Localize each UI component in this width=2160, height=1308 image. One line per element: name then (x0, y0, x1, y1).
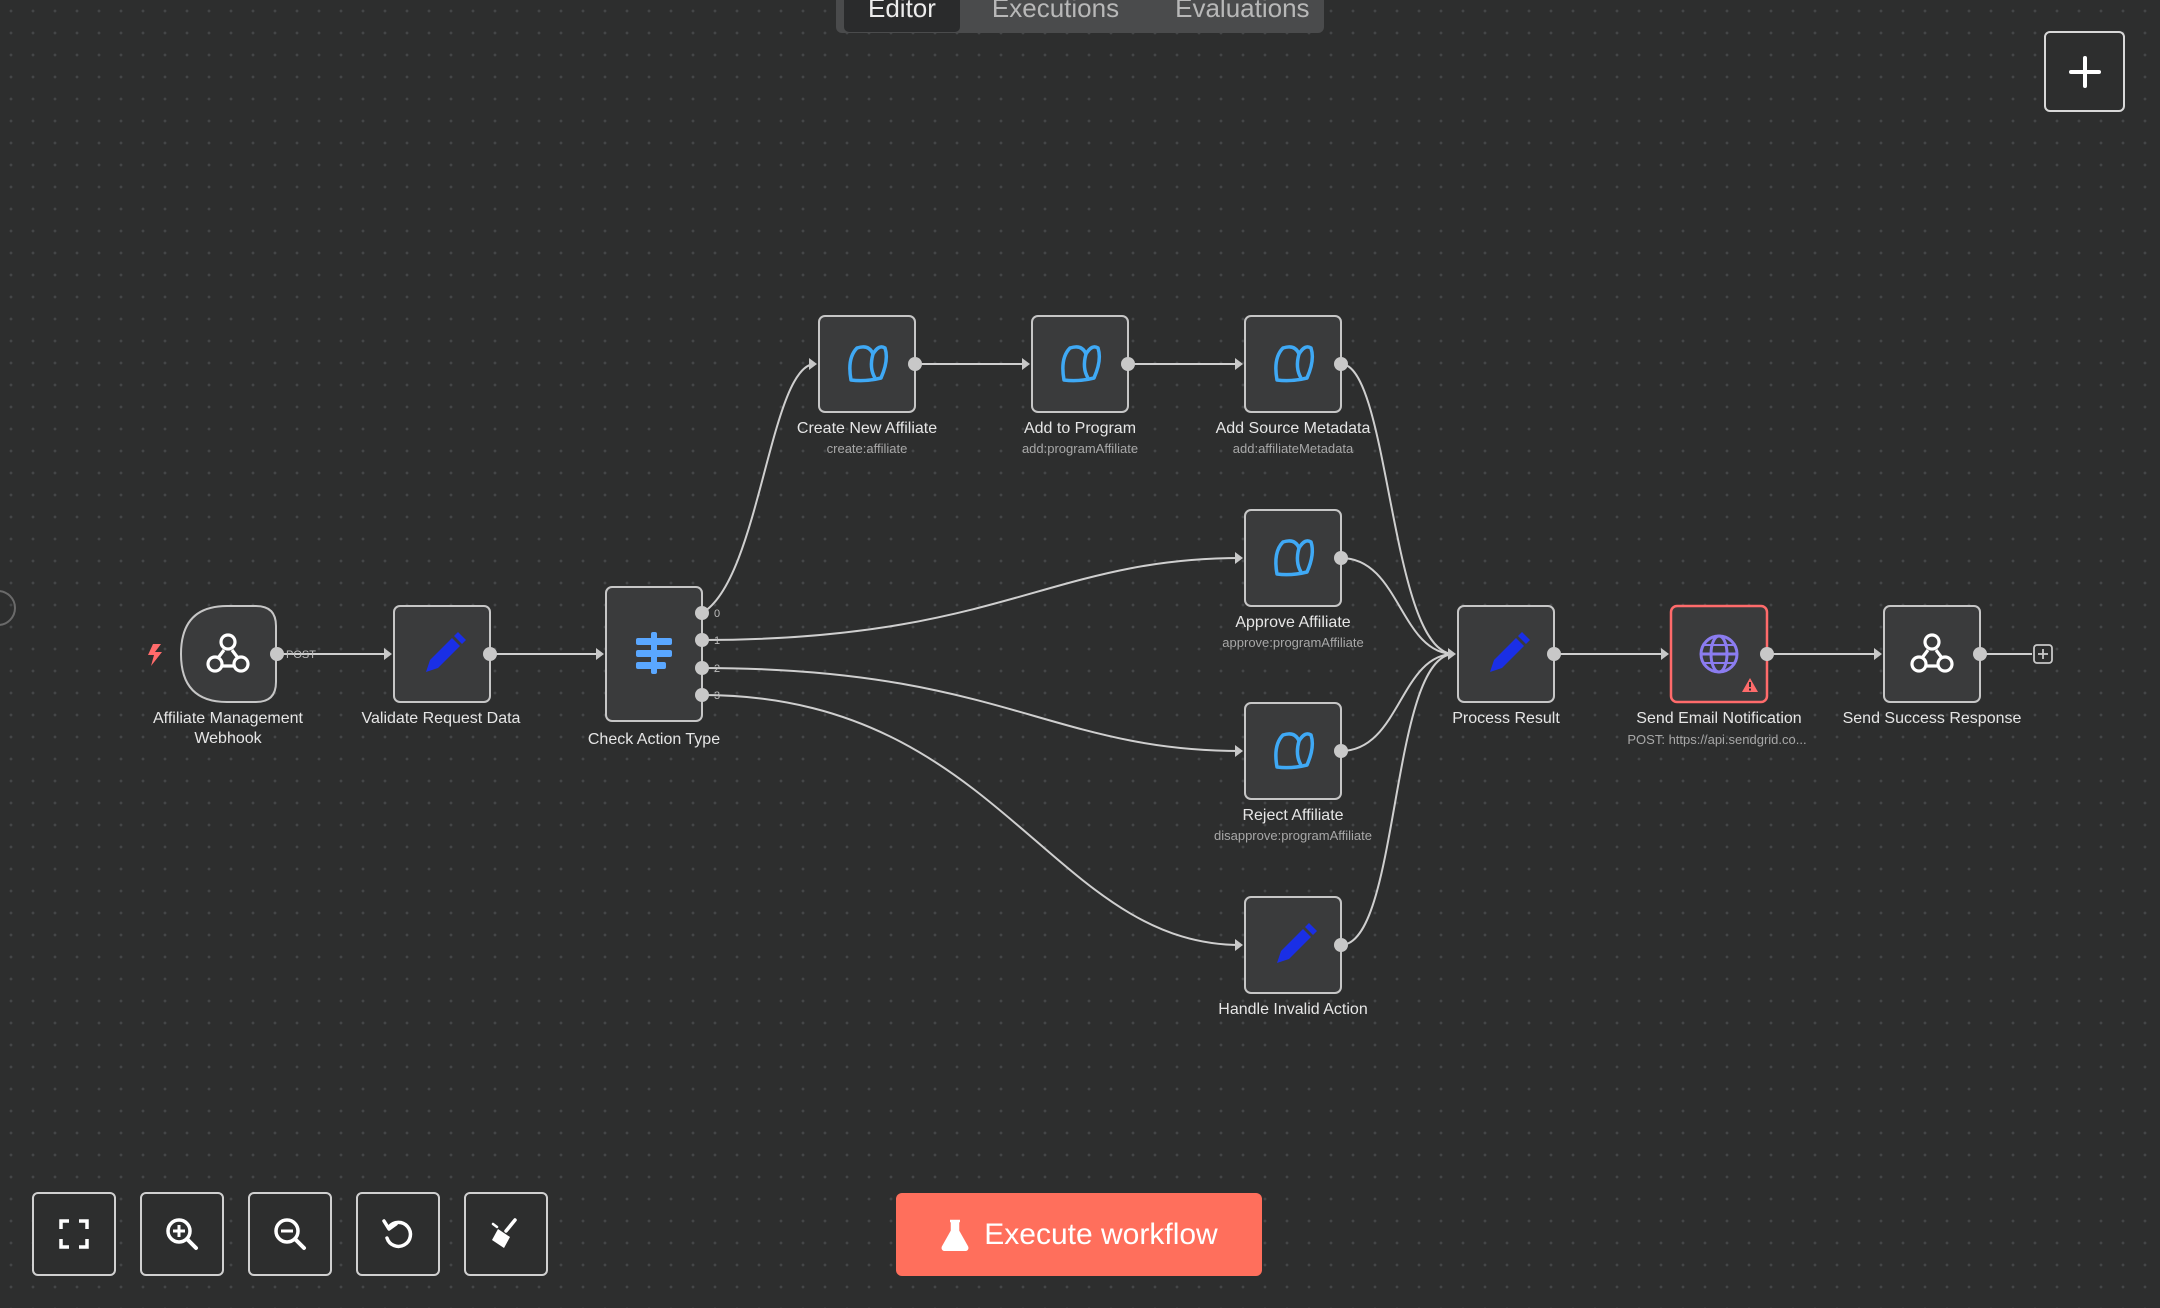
globe-icon (1699, 634, 1739, 674)
output-port-2[interactable] (695, 661, 709, 675)
zoom-out-button[interactable] (248, 1192, 332, 1276)
output-port-3[interactable] (695, 688, 709, 702)
node-label: Add Source Metadata (1216, 420, 1371, 437)
output-port[interactable] (1547, 647, 1561, 661)
node-label: Handle Invalid Action (1218, 1001, 1367, 1018)
node-label: Add to Program (1024, 420, 1136, 437)
node-label: Affiliate Management (153, 710, 304, 727)
output-port[interactable] (1334, 938, 1348, 952)
output-port[interactable] (483, 647, 497, 661)
tidy-up-button[interactable] (464, 1192, 548, 1276)
output-label: 0 (714, 608, 720, 620)
edge-switch-2-reject (701, 667, 1242, 752)
node-label: Send Success Response (1843, 710, 2022, 727)
output-port[interactable] (1334, 744, 1348, 758)
fit-view-button[interactable] (32, 1192, 116, 1276)
node-subtitle: POST: https://api.sendgrid.co... (1627, 732, 1806, 747)
execute-workflow-button[interactable]: Execute workflow (896, 1193, 1262, 1276)
lightning-icon (148, 644, 162, 666)
node-label: Validate Request Data (362, 710, 521, 727)
node-label: Check Action Type (588, 731, 720, 748)
node-label: Approve Affiliate (1235, 614, 1350, 631)
node-send-success-response[interactable]: Send Success Response (1843, 605, 2022, 727)
node-process-result[interactable]: Process Result (1448, 605, 1561, 727)
node-subtitle: disapprove:programAffiliate (1214, 828, 1372, 843)
zoom-in-button[interactable] (140, 1192, 224, 1276)
node-add-source-metadata[interactable]: Add Source Metadata add:affiliateMetadat… (1216, 315, 1371, 456)
node-add-to-program[interactable]: Add to Program add:programAffiliate (1022, 315, 1138, 456)
node-handle-invalid-action[interactable]: Handle Invalid Action (1218, 896, 1368, 1018)
output-label: 3 (714, 690, 720, 702)
tab-editor[interactable]: Editor (844, 0, 960, 32)
output-label: 2 (714, 663, 720, 675)
edge-switch-0-create (701, 363, 816, 614)
node-subtitle: approve:programAffiliate (1222, 635, 1363, 650)
broom-icon (491, 1218, 517, 1248)
node-subtitle: add:affiliateMetadata (1233, 441, 1354, 456)
node-send-email-notification[interactable]: Send Email Notification POST: https://ap… (1627, 604, 1807, 747)
reset-zoom-button[interactable] (356, 1192, 440, 1276)
undo-icon (382, 1219, 413, 1249)
node-check-action-type[interactable]: 0 1 2 3 Check Action Type (588, 586, 720, 748)
output-port[interactable] (1973, 647, 1987, 661)
node-create-new-affiliate[interactable]: Create New Affiliate create:affiliate (797, 315, 937, 456)
edge-reject-process (1340, 653, 1455, 752)
output-port-0[interactable] (695, 606, 709, 620)
edge-switch-3-invalid (701, 694, 1242, 946)
view-tabs: Editor Executions Evaluations (836, 0, 1324, 33)
output-port-1[interactable] (695, 633, 709, 647)
node-subtitle: create:affiliate (827, 441, 908, 456)
node-label: Send Email Notification (1636, 710, 1801, 727)
edge-addmeta-process (1340, 363, 1455, 655)
edge-switch-1-approve (701, 557, 1242, 641)
tab-executions[interactable]: Executions (991, 0, 1120, 23)
node-label: Process Result (1452, 710, 1560, 727)
node-subtitle: add:programAffiliate (1022, 441, 1138, 456)
edge-invalid-process (1340, 653, 1455, 946)
add-node-button[interactable] (2033, 644, 2053, 664)
node-approve-affiliate[interactable]: Approve Affiliate approve:programAffilia… (1222, 509, 1364, 650)
output-port[interactable] (270, 647, 284, 661)
output-label: 1 (714, 635, 720, 647)
output-port[interactable] (1334, 357, 1348, 371)
node-label: Webhook (194, 730, 262, 747)
plus-icon (2068, 55, 2101, 88)
output-port[interactable] (1121, 357, 1135, 371)
node-label: Reject Affiliate (1242, 807, 1343, 824)
tab-evaluations[interactable]: Evaluations (1175, 0, 1310, 23)
zoom-in-icon (166, 1218, 198, 1250)
node-label: Create New Affiliate (797, 420, 937, 437)
output-port[interactable] (908, 357, 922, 371)
output-port[interactable] (1334, 551, 1348, 565)
node-validate-request-data[interactable]: Validate Request Data (362, 605, 521, 727)
connections: POST (277, 363, 2032, 946)
node-affiliate-management-webhook[interactable]: Affiliate Management Webhook (148, 605, 304, 747)
add-node-panel-button[interactable] (2044, 31, 2125, 112)
fullscreen-icon (59, 1219, 89, 1249)
node-reject-affiliate[interactable]: Reject Affiliate disapprove:programAffil… (1214, 702, 1372, 843)
flask-icon (941, 1219, 969, 1251)
edge-label-post: POST (286, 649, 316, 661)
zoom-out-icon (274, 1218, 306, 1250)
edge-approve-process (1340, 557, 1455, 655)
execute-workflow-label: Execute workflow (984, 1217, 1218, 1251)
warning-icon (1742, 678, 1758, 692)
output-port[interactable] (1760, 647, 1774, 661)
